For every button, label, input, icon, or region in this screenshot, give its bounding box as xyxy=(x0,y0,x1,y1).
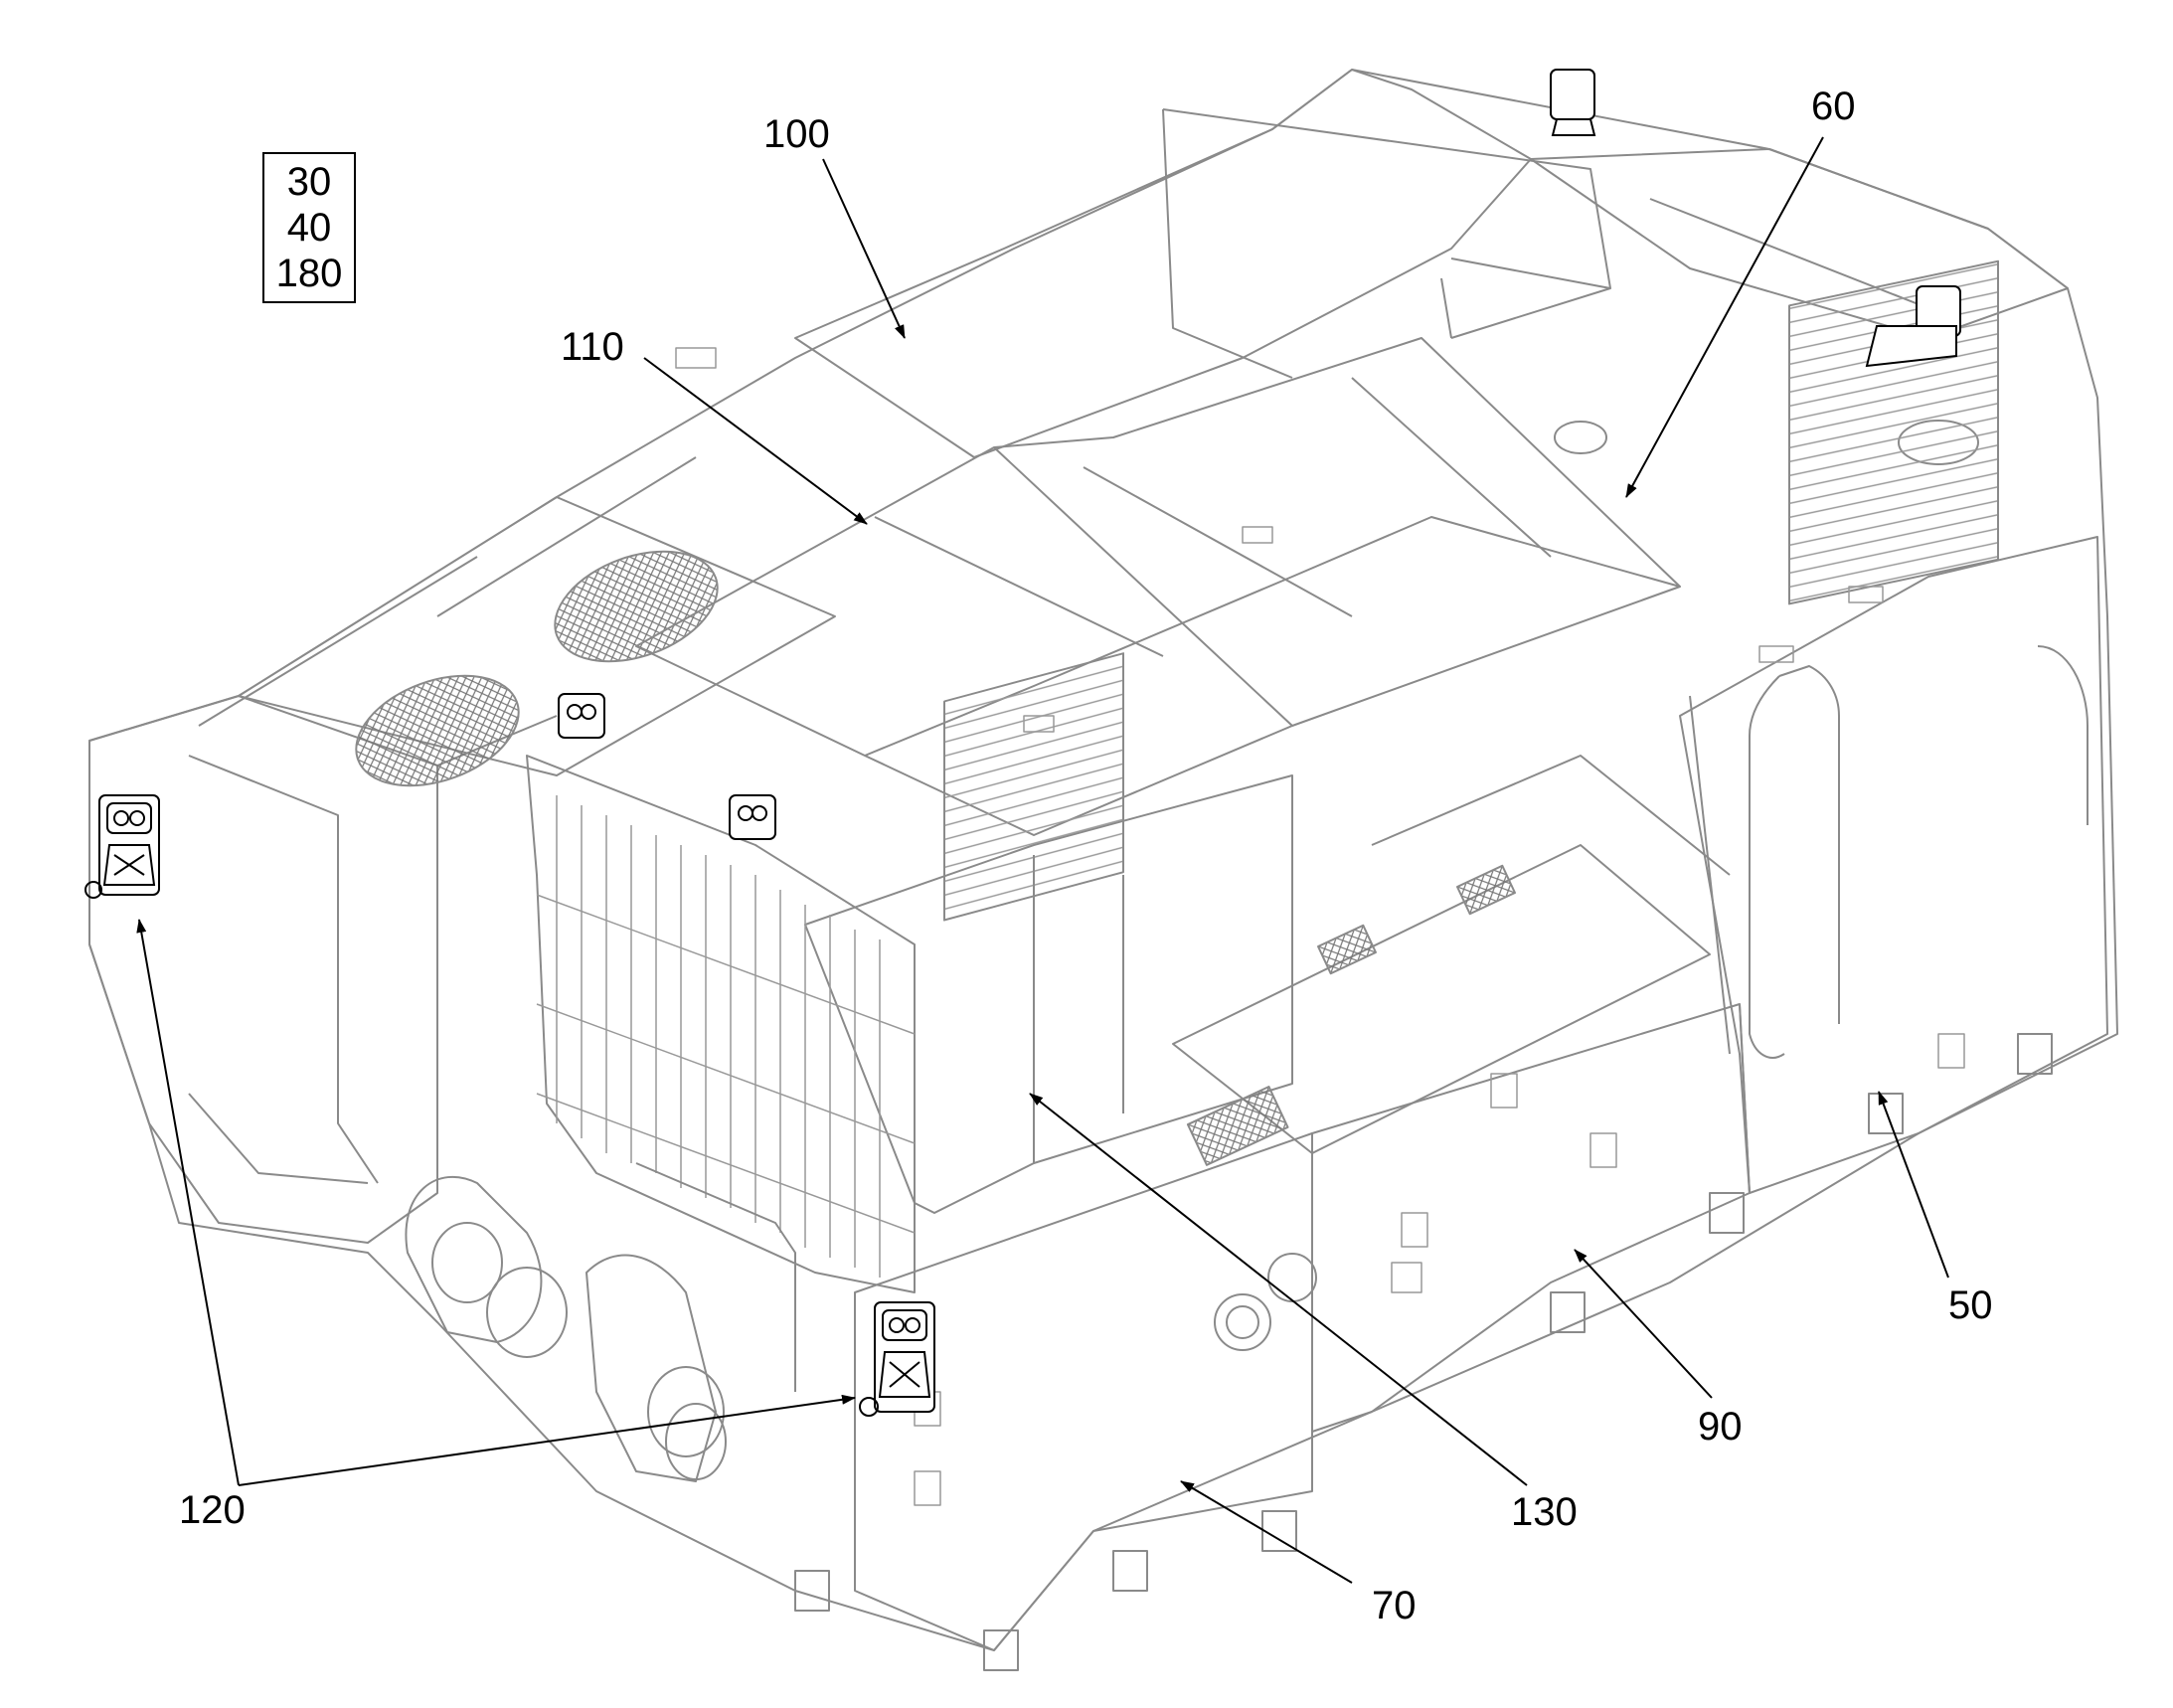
camera-left xyxy=(84,794,160,899)
callout-90: 90 xyxy=(1698,1405,1743,1449)
camera-front xyxy=(859,1301,935,1417)
camera-right xyxy=(1865,285,1961,368)
left-housing xyxy=(88,695,438,1244)
callout-50: 50 xyxy=(1948,1283,1993,1327)
right-housing xyxy=(1679,536,2108,1194)
callout-70: 70 xyxy=(1372,1584,1417,1627)
leader-60 xyxy=(1625,136,1824,498)
leader-lines xyxy=(136,136,1949,1584)
callout-130: 130 xyxy=(1511,1490,1578,1534)
roof-panels xyxy=(635,337,1681,836)
ref-number-180: 180 xyxy=(275,252,343,295)
callout-120: 120 xyxy=(179,1488,246,1532)
camera-grill-1 xyxy=(558,693,605,739)
leader-50 xyxy=(1878,1091,1949,1279)
leader-120a xyxy=(136,919,240,1486)
radiator-grill xyxy=(526,755,916,1293)
leader-120b xyxy=(238,1394,856,1486)
ref-number-40: 40 xyxy=(286,206,332,250)
fan-grille-left xyxy=(355,674,520,787)
callout-110: 110 xyxy=(561,325,624,369)
fan-grille-right xyxy=(554,550,719,663)
camera-grill-2 xyxy=(729,794,776,840)
callout-60: 60 xyxy=(1811,85,1856,128)
right-radiator xyxy=(1788,259,1999,605)
machine-body xyxy=(88,69,2118,1671)
leader-90 xyxy=(1574,1249,1713,1399)
leader-110 xyxy=(643,357,868,525)
boom-lugs xyxy=(405,1175,543,1343)
callout-100: 100 xyxy=(763,112,830,156)
camera-top xyxy=(1550,69,1596,136)
camera-units xyxy=(84,69,1961,1417)
reference-number-box: 30 40 180 xyxy=(262,152,356,303)
leader-70 xyxy=(1180,1480,1353,1584)
leader-130 xyxy=(1029,1093,1528,1486)
outer-outline xyxy=(88,69,2118,1651)
callout-labels: 100 110 60 120 130 70 90 50 xyxy=(179,85,1993,1627)
ref-number-30: 30 xyxy=(286,160,332,204)
leader-100 xyxy=(822,158,906,339)
